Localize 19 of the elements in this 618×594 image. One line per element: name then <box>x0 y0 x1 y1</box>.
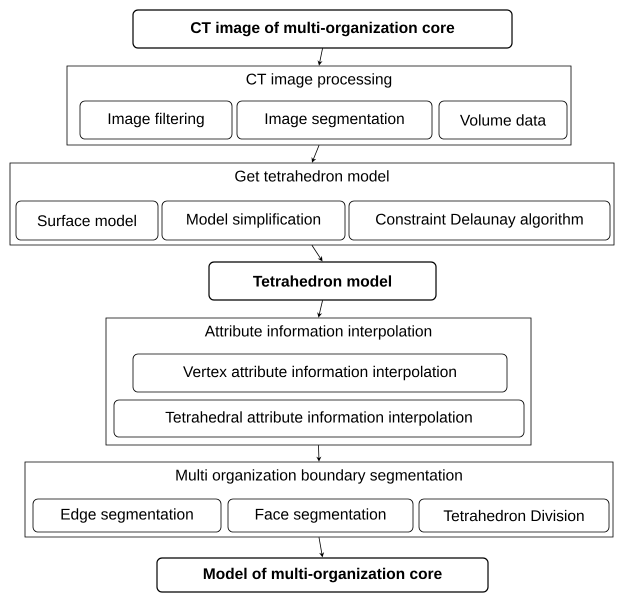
title-box: Tetrahedron model <box>208 261 437 301</box>
process-box: Image segmentation <box>236 100 432 140</box>
panel-heading: Attribute information interpolation <box>204 325 432 340</box>
panel-heading: Multi organization boundary segmentation <box>176 469 462 484</box>
process-box: Face segmentation <box>228 498 414 532</box>
process-box: Model simplification <box>162 200 346 240</box>
process-box: Tetrahedron Division <box>418 498 610 532</box>
title-box: CT image of multi-organization core <box>132 9 513 49</box>
process-box: Image filtering <box>80 100 232 140</box>
panel-heading: Get tetrahedron model <box>235 170 388 182</box>
arrow <box>312 245 322 262</box>
process-box: Vertex attribute information interpolation <box>132 354 508 392</box>
process-box: Constraint Delaunay algorithm <box>348 200 610 240</box>
panel-heading: CT image processing <box>246 73 392 88</box>
process-box: Surface model <box>16 200 158 240</box>
process-box: Tetrahedral attribute information interpolation <box>114 400 524 438</box>
title-box: Model of multi-organization core <box>156 557 489 593</box>
process-box: Edge segmentation <box>32 498 222 532</box>
process-box: Volume data <box>438 100 568 140</box>
